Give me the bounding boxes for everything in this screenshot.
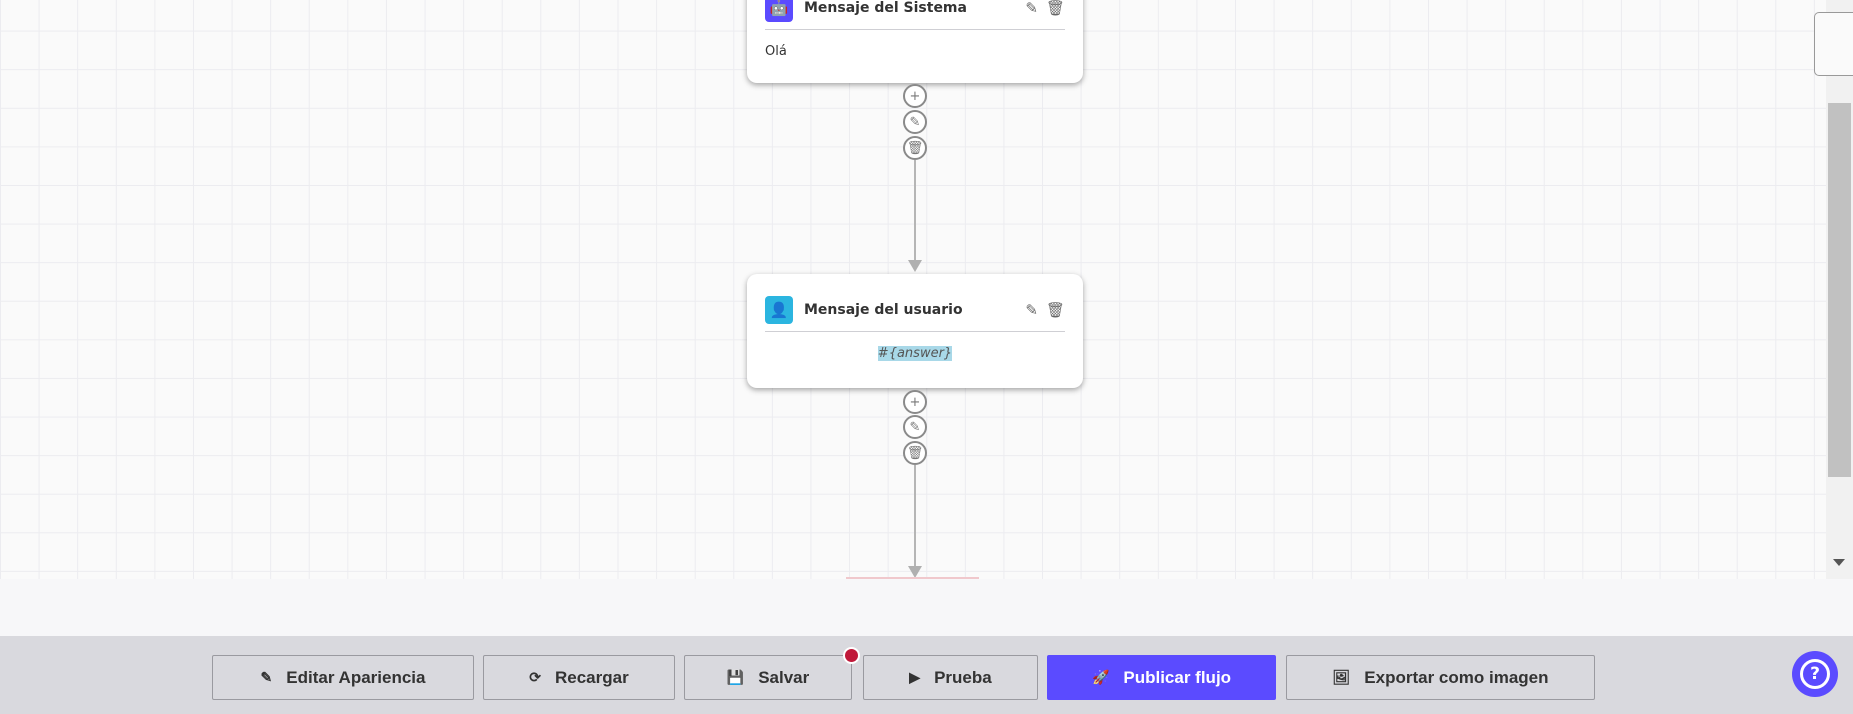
test-button[interactable]: ▶Prueba: [863, 655, 1038, 700]
node-body: #{answer}: [877, 346, 953, 361]
trash-icon[interactable]: 🗑: [1045, 0, 1065, 17]
add-node-button[interactable]: +: [903, 84, 927, 108]
publish-flow-button[interactable]: 🚀Publicar flujo: [1047, 655, 1276, 700]
connector-arrow: [908, 566, 922, 578]
add-node-button[interactable]: +: [903, 390, 927, 414]
user-icon: 👤: [765, 295, 793, 324]
edit-icon[interactable]: ✎: [1025, 0, 1038, 17]
connector-arrow: [908, 260, 922, 272]
rocket-icon: 🚀: [1091, 669, 1110, 685]
delete-node-button[interactable]: 🗑: [903, 441, 927, 465]
node-title: Mensaje del Sistema: [804, 0, 967, 16]
node-body: Olá: [765, 44, 787, 59]
refresh-icon: ⟳: [529, 669, 541, 685]
reload-button[interactable]: ⟳Recargar: [483, 655, 675, 700]
save-icon: 💾: [726, 669, 745, 685]
node-title: Mensaje del usuario: [804, 301, 963, 318]
flow-canvas[interactable]: 🤖 Mensaje del Sistema ✎ 🗑 Olá + ✎ 🗑 👤 Me…: [0, 0, 1826, 579]
trash-icon[interactable]: 🗑: [1045, 300, 1065, 319]
minimap-panel[interactable]: [1814, 12, 1853, 76]
delete-node-button[interactable]: 🗑: [903, 136, 927, 160]
edit-node-button[interactable]: ✎: [903, 110, 927, 134]
next-node-edge: [846, 577, 979, 579]
edit-appearance-button[interactable]: ✎Editar Apariencia: [212, 655, 474, 700]
node-user-message[interactable]: 👤 Mensaje del usuario ✎ 🗑 #{answer}: [747, 274, 1083, 388]
image-icon: 🖼: [1332, 669, 1351, 685]
help-button[interactable]: ?: [1792, 651, 1838, 697]
node-system-message[interactable]: 🤖 Mensaje del Sistema ✎ 🗑 Olá: [747, 0, 1083, 83]
connector-line: [914, 465, 916, 567]
connector-line: [914, 160, 916, 260]
scrollbar-thumb[interactable]: [1828, 103, 1851, 477]
save-button[interactable]: 💾Salvar: [684, 655, 852, 700]
unsaved-indicator: [843, 647, 860, 664]
edit-node-button[interactable]: ✎: [903, 415, 927, 439]
play-icon: ▶: [909, 669, 921, 685]
robot-icon: 🤖: [765, 0, 793, 22]
bottom-toolbar: ✎Editar Apariencia ⟳Recargar 💾Salvar ▶Pr…: [0, 636, 1853, 714]
scroll-down-arrow[interactable]: [1833, 559, 1845, 566]
export-image-button[interactable]: 🖼Exportar como imagen: [1286, 655, 1595, 700]
edit-icon[interactable]: ✎: [1025, 300, 1038, 319]
edit-icon: ✎: [260, 669, 273, 685]
help-icon: ?: [1800, 659, 1830, 689]
